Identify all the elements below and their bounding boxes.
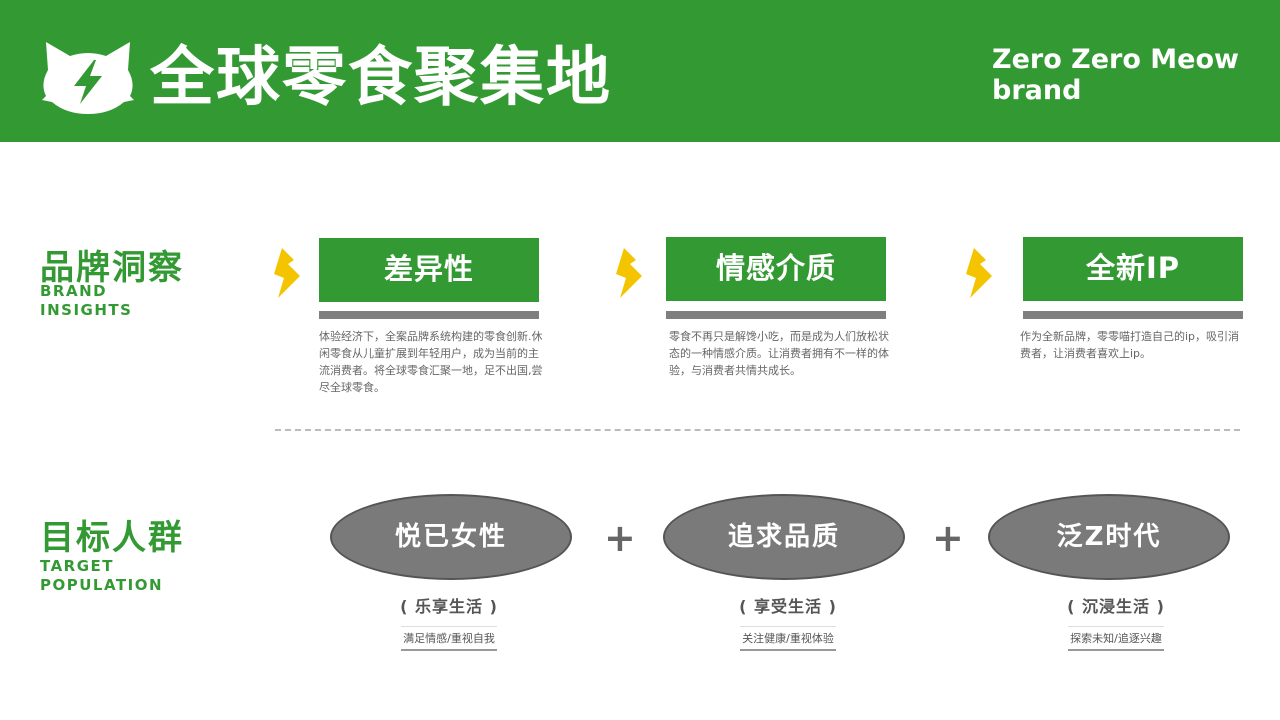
insight-card-description: 体验经济下，全案品牌系统构建的零食创新.休闲零食从儿童扩展到年轻用户，成为当前的… <box>319 330 543 394</box>
lightning-bolt-icon <box>616 248 642 298</box>
insight-card-description: 零食不再只是解馋小吃，而是成为人们放松状态的一种情感介质。让消费者拥有不一样的体… <box>669 330 889 377</box>
insight-card-label: 差异性 <box>319 238 539 302</box>
insight-card-label: 全新IP <box>1023 237 1243 301</box>
brand-name-en: Zero Zero Meow brand <box>992 44 1239 106</box>
section-divider <box>275 429 1240 431</box>
insight-card-description: 作为全新品牌，零零喵打造自己的ip，吸引消费者，让消费者喜欢上ip。 <box>1020 330 1240 360</box>
plus-sign: + <box>604 516 636 560</box>
insight-card-bar <box>1023 311 1243 319</box>
target-title-en-1: TARGET <box>40 557 115 575</box>
target-group-oval: 泛Z时代 <box>988 494 1230 580</box>
header-banner: 全球零食聚集地 Zero Zero Meow brand <box>0 0 1280 142</box>
insights-title: 品牌洞察 <box>40 248 184 288</box>
target-group-oval: 悦已女性 <box>330 494 572 580</box>
target-group-subtitle: ( 沉浸生活 ) <box>1067 597 1165 616</box>
cat-head-lightning-icon <box>42 42 134 114</box>
page-title: 全球零食聚集地 <box>150 41 612 115</box>
insight-card-label: 情感介质 <box>666 237 886 301</box>
target-group-tag: 关注健康/重视体验 <box>708 626 868 651</box>
target-group-subtitle: ( 享受生活 ) <box>739 597 837 616</box>
insight-card-bar <box>666 311 886 319</box>
insights-title-en-2: INSIGHTS <box>40 301 133 319</box>
target-group-oval: 追求品质 <box>663 494 905 580</box>
insights-title-en-1: BRAND <box>40 282 108 300</box>
lightning-bolt-icon <box>966 248 992 298</box>
plus-sign: + <box>932 516 964 560</box>
target-group-tag: 满足情感/重视自我 <box>369 626 529 651</box>
target-title-en-2: POPULATION <box>40 576 164 594</box>
target-group-subtitle: ( 乐享生活 ) <box>400 597 498 616</box>
target-title: 目标人群 <box>40 518 184 558</box>
target-group-tag: 探索未知/追逐兴趣 <box>1036 626 1196 651</box>
insight-card-bar <box>319 311 539 319</box>
lightning-bolt-icon <box>274 248 300 298</box>
